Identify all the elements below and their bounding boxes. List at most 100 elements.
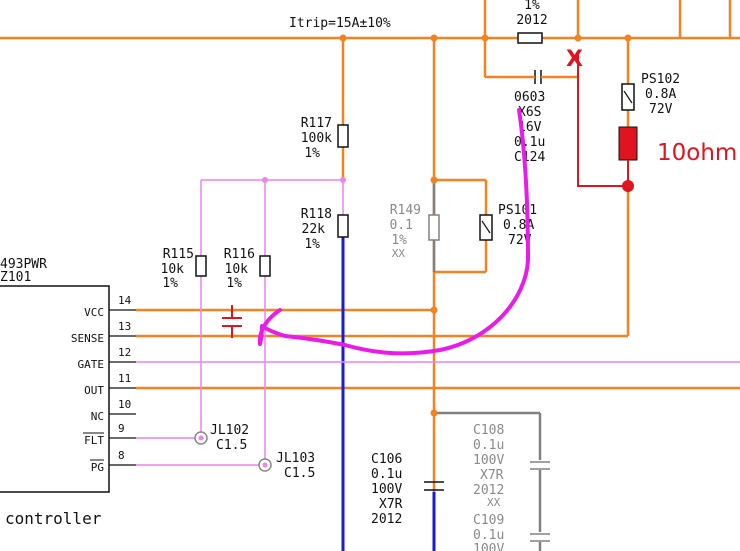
- ps101-slash: [481, 220, 491, 234]
- junction-dot: [262, 177, 268, 183]
- r116-ref: R116: [224, 247, 255, 262]
- pin-name-pg: PG: [91, 461, 104, 474]
- r117-value: 100k: [301, 131, 332, 146]
- pin-num-12: 12: [118, 346, 131, 359]
- c106-ref: C106: [371, 452, 402, 467]
- blue-wires: [341, 237, 436, 551]
- c108-value: 0.1u: [473, 438, 504, 453]
- pin-name-nc: NC: [91, 410, 104, 423]
- r115-value: 10k: [161, 262, 185, 277]
- r115-tolerance: 1%: [162, 276, 178, 291]
- controller-ic: 493PWR Z101 controller VCC SENSE GATE OU…: [0, 257, 136, 528]
- c108-symbol: [530, 461, 550, 470]
- pin-name-out: OUT: [84, 384, 104, 397]
- ps102-labels: PS102 0.8A 72V: [641, 72, 680, 117]
- junction-dot: [430, 409, 438, 417]
- r116-value: 10k: [225, 262, 249, 277]
- c108-voltage: 100V: [473, 453, 504, 468]
- c109-ref: C109: [473, 513, 504, 528]
- cap-top-ref: C124: [514, 150, 545, 165]
- r118-body: [337, 214, 349, 238]
- cap-top-value: 0.1u: [514, 135, 545, 150]
- controller-ref-label: Z101: [0, 270, 31, 285]
- r117-labels: R117 100k 1%: [301, 116, 332, 161]
- top-res-labels: 1% 2012: [516, 0, 547, 28]
- junctions: [262, 34, 632, 417]
- rework-magenta-route: [257, 108, 530, 356]
- pin-name-vcc: VCC: [84, 306, 104, 319]
- ps102-voltage: 72V: [649, 102, 673, 117]
- top-resistor-body: [517, 32, 543, 44]
- c108-dielectric: X7R: [480, 468, 504, 483]
- r117-ref: R117: [301, 116, 332, 131]
- c106-package: 2012: [371, 512, 402, 527]
- jl102-labels: JL102 C1.5: [210, 423, 249, 453]
- ps102-slash: [623, 90, 633, 104]
- c108-status: XX: [487, 496, 501, 509]
- ps101-labels: PS101 0.8A 72V: [498, 203, 537, 248]
- pin-num-13: 13: [118, 320, 131, 333]
- itrip-net-label: Itrip=15A±10%: [289, 16, 391, 31]
- r118-tolerance: 1%: [304, 237, 320, 252]
- ps101-ref: PS101: [498, 203, 537, 218]
- gray-wires: [432, 180, 542, 551]
- junction-dot: [340, 177, 346, 183]
- pin-num-9: 9: [118, 422, 125, 435]
- junction-dot: [574, 34, 582, 42]
- rework-red-wire: [577, 52, 628, 187]
- r149-value: 0.1: [390, 218, 413, 233]
- ps102-ref: PS102: [641, 72, 680, 87]
- c106-voltage: 100V: [371, 482, 402, 497]
- junction-dot: [430, 176, 438, 184]
- r115-labels: R115 10k 1%: [161, 247, 194, 291]
- c109-labels: C109 0.1u 100V: [473, 513, 504, 551]
- cut-mark: X: [566, 47, 583, 72]
- r116-tolerance: 1%: [226, 276, 242, 291]
- r149-body: [428, 214, 440, 241]
- junction-dot: [430, 306, 438, 314]
- pink-wires: [136, 179, 740, 466]
- controller-body: [0, 285, 110, 493]
- jl102-ref: JL102: [210, 423, 249, 438]
- jl103-ref: JL103: [276, 451, 315, 466]
- jl102-size: C1.5: [216, 438, 247, 453]
- junction-dot: [430, 34, 438, 42]
- pin-name-gate: GATE: [78, 358, 105, 371]
- cap-top-symbol: [530, 70, 546, 84]
- red-rework: X 10ohm: [222, 47, 737, 338]
- controller-footer-label: controller: [5, 509, 102, 528]
- pin-num-11: 11: [118, 372, 131, 385]
- ps102-current: 0.8A: [645, 87, 676, 102]
- r149-ref: R149: [390, 203, 421, 218]
- junction-dot: [624, 34, 632, 42]
- c109-symbol: [530, 533, 550, 542]
- r118-value: 22k: [302, 222, 326, 237]
- junction-dot: [481, 34, 489, 42]
- c109-voltage: 100V: [473, 542, 504, 551]
- c106-dielectric: X7R: [379, 497, 403, 512]
- pin-name-sense: SENSE: [71, 332, 104, 345]
- pin-num-8: 8: [118, 449, 125, 462]
- ps101-current: 0.8A: [503, 218, 534, 233]
- r149-labels: R149 0.1 1% XX: [390, 203, 421, 260]
- junction-dot: [339, 34, 347, 42]
- r115-body: [195, 255, 207, 277]
- r149-status: XX: [392, 247, 406, 260]
- c108-package: 2012: [473, 483, 504, 498]
- c108-ref: C108: [473, 423, 504, 438]
- jl102-testpoint: [194, 431, 208, 445]
- r117-body: [337, 124, 349, 148]
- added-resistor-body: [618, 126, 638, 161]
- r118-ref: R118: [301, 207, 332, 222]
- cap-top-dielectric: X6S: [518, 105, 541, 120]
- cap-top-labels: 0603 X6S 16V 0.1u C124: [514, 90, 545, 165]
- jl103-testpoint: [258, 458, 272, 472]
- cap-top-voltage: 16V: [518, 120, 542, 135]
- r149-tolerance: 1%: [391, 233, 407, 248]
- resistor-bodies: [195, 32, 543, 277]
- r118-labels: R118 22k 1%: [301, 207, 332, 252]
- controller-part-label: 493PWR: [0, 257, 47, 272]
- top-res-tolerance: 1%: [524, 0, 540, 13]
